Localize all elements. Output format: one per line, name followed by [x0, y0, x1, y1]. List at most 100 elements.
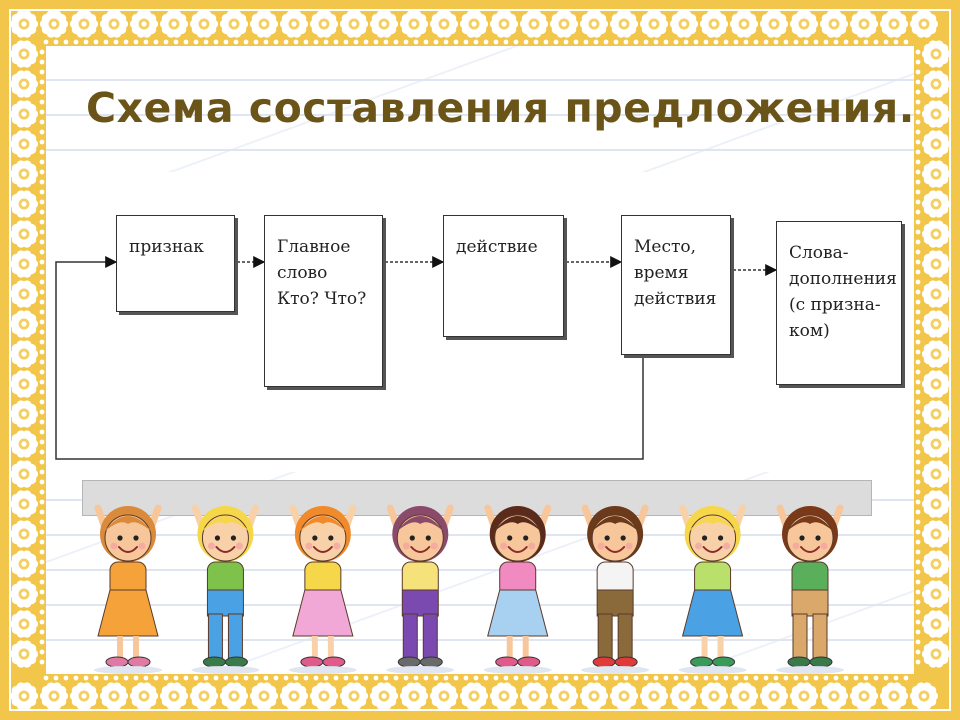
lace-dot [713, 675, 719, 681]
lace-flower [921, 340, 951, 368]
lace-dot [793, 39, 799, 45]
lace-dot [93, 39, 99, 45]
lace-flower [921, 610, 951, 638]
lace-flower [369, 682, 399, 710]
box-attribute-line-1: признак [129, 237, 204, 257]
lace-flower [69, 682, 99, 710]
lace-dot [915, 429, 921, 435]
lace-dot [893, 675, 899, 681]
lace-dot [915, 619, 921, 625]
lace-flower [921, 430, 951, 458]
lace-dot [915, 69, 921, 75]
lace-dot [523, 39, 529, 45]
lace-flower [549, 682, 579, 710]
lace-dot [583, 675, 589, 681]
lace-dot [915, 199, 921, 205]
lace-dot [183, 675, 189, 681]
lace-dot [39, 219, 45, 225]
lace-dot [863, 675, 869, 681]
lace-dot [39, 339, 45, 345]
lace-dot [293, 675, 299, 681]
lace-dot [223, 39, 229, 45]
lace-dot [563, 675, 569, 681]
lace-dot [603, 39, 609, 45]
lace-flower [921, 520, 951, 548]
lace-dot [39, 529, 45, 535]
lace-dot [915, 359, 921, 365]
box-complements-line-1: Слова- [789, 243, 849, 263]
lace-flower [759, 10, 789, 38]
lace-dot [623, 675, 629, 681]
box-place-time-line-2: время [634, 263, 689, 283]
lace-dot [413, 39, 419, 45]
lace-dot [915, 349, 921, 355]
lace-dot [183, 39, 189, 45]
box-complements-line-3: (с призна- [789, 295, 881, 315]
lace-dot [39, 109, 45, 115]
lace-dot [503, 675, 509, 681]
lace-dot [39, 329, 45, 335]
lace-flower [279, 682, 309, 710]
lace-dot [703, 39, 709, 45]
lace-dot [39, 629, 45, 635]
lace-dot [915, 329, 921, 335]
lace-dot [915, 419, 921, 425]
lace-dot [573, 675, 579, 681]
lace-dot [915, 259, 921, 265]
lace-dot [39, 609, 45, 615]
lace-dot [39, 519, 45, 525]
lace-dot [513, 675, 519, 681]
lace-dot [39, 259, 45, 265]
lace-flower [921, 160, 951, 188]
lace-dot [253, 675, 259, 681]
lace-dot [313, 39, 319, 45]
lace-flower [879, 682, 909, 710]
lace-flower [9, 220, 39, 248]
lace-flower [921, 310, 951, 338]
lace-flower [909, 10, 939, 38]
lace-flower [9, 400, 39, 428]
lace-dot [39, 549, 45, 555]
lace-dot [353, 675, 359, 681]
lace-dot [533, 675, 539, 681]
lace-dot [613, 675, 619, 681]
lace-dot [743, 39, 749, 45]
lace-dot [39, 89, 45, 95]
lace-dot [403, 39, 409, 45]
lace-dot [633, 39, 639, 45]
lace-dot [803, 675, 809, 681]
lace-dot [803, 39, 809, 45]
lace-dot [39, 199, 45, 205]
lace-dot [915, 129, 921, 135]
lace-dot [915, 609, 921, 615]
lace-flower [9, 70, 39, 98]
lace-dot [673, 39, 679, 45]
lace-dot [663, 675, 669, 681]
lace-dot [915, 249, 921, 255]
lace-dot [39, 249, 45, 255]
lace-dot [915, 599, 921, 605]
lace-flower [9, 10, 39, 38]
lace-dot [915, 179, 921, 185]
lace-dot [383, 675, 389, 681]
lace-flower [921, 370, 951, 398]
lace-flower [519, 10, 549, 38]
lace-dot [863, 39, 869, 45]
box-main-word-line-2: слово [277, 263, 328, 283]
lace-dot [39, 439, 45, 445]
lace-dot [103, 675, 109, 681]
lace-dot [915, 639, 921, 645]
lace-dot [423, 675, 429, 681]
lace-flower [159, 10, 189, 38]
lace-dot [915, 569, 921, 575]
lace-dot [333, 675, 339, 681]
lace-flower [921, 40, 951, 68]
lace-flower [9, 250, 39, 278]
lace-dot [813, 675, 819, 681]
lace-dot [463, 675, 469, 681]
lace-flower [921, 280, 951, 308]
box-place-time-line-1: Место, [634, 237, 697, 257]
lace-dot [915, 589, 921, 595]
lace-dot [483, 675, 489, 681]
lace-dot [193, 39, 199, 45]
